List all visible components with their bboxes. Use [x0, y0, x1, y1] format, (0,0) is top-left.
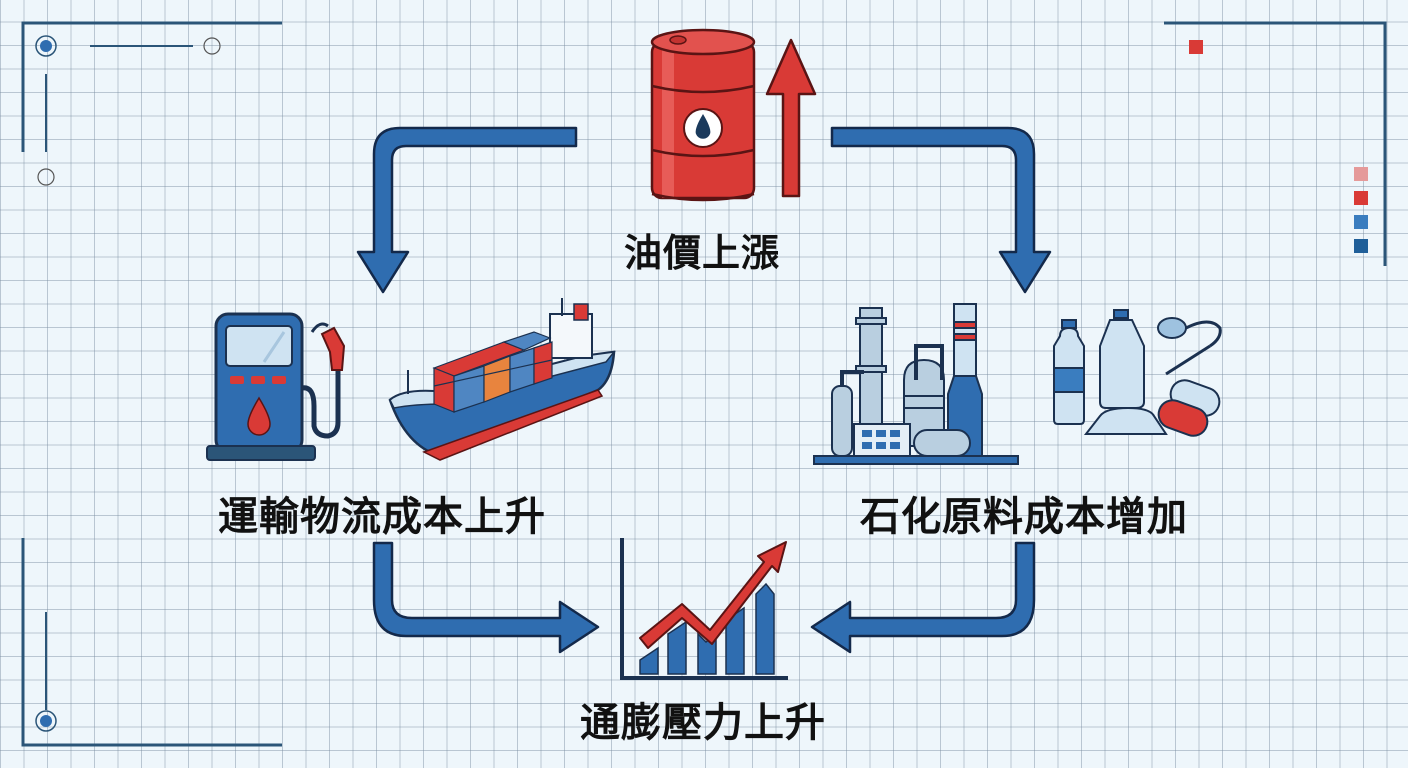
chart-bar [667, 620, 687, 675]
legend-swatch [1354, 167, 1368, 181]
rising-chart-icon [620, 538, 788, 680]
chart-bar [639, 646, 659, 675]
node-label-inflation: 通膨壓力上升 [580, 700, 826, 746]
cargo-ship-icon [388, 298, 616, 461]
node-label-transport: 運輸物流成本上升 [218, 494, 546, 540]
legend-swatch [1354, 215, 1368, 229]
node-label-petrochem: 石化原料成本增加 [860, 494, 1188, 540]
legend-swatch [1354, 191, 1368, 205]
fuel-pump-icon [206, 312, 346, 461]
legend-swatch [1354, 239, 1368, 253]
node-label-oil-price: 油價上漲 [624, 231, 781, 275]
chart-bar [755, 582, 775, 675]
legend-swatch [1189, 40, 1203, 54]
chart-bar [725, 606, 745, 675]
plastic-products-icon [1053, 309, 1222, 437]
rising-price-arrow-icon [765, 38, 817, 198]
oil-barrel-icon [650, 28, 756, 202]
refinery-icon [813, 303, 1019, 465]
